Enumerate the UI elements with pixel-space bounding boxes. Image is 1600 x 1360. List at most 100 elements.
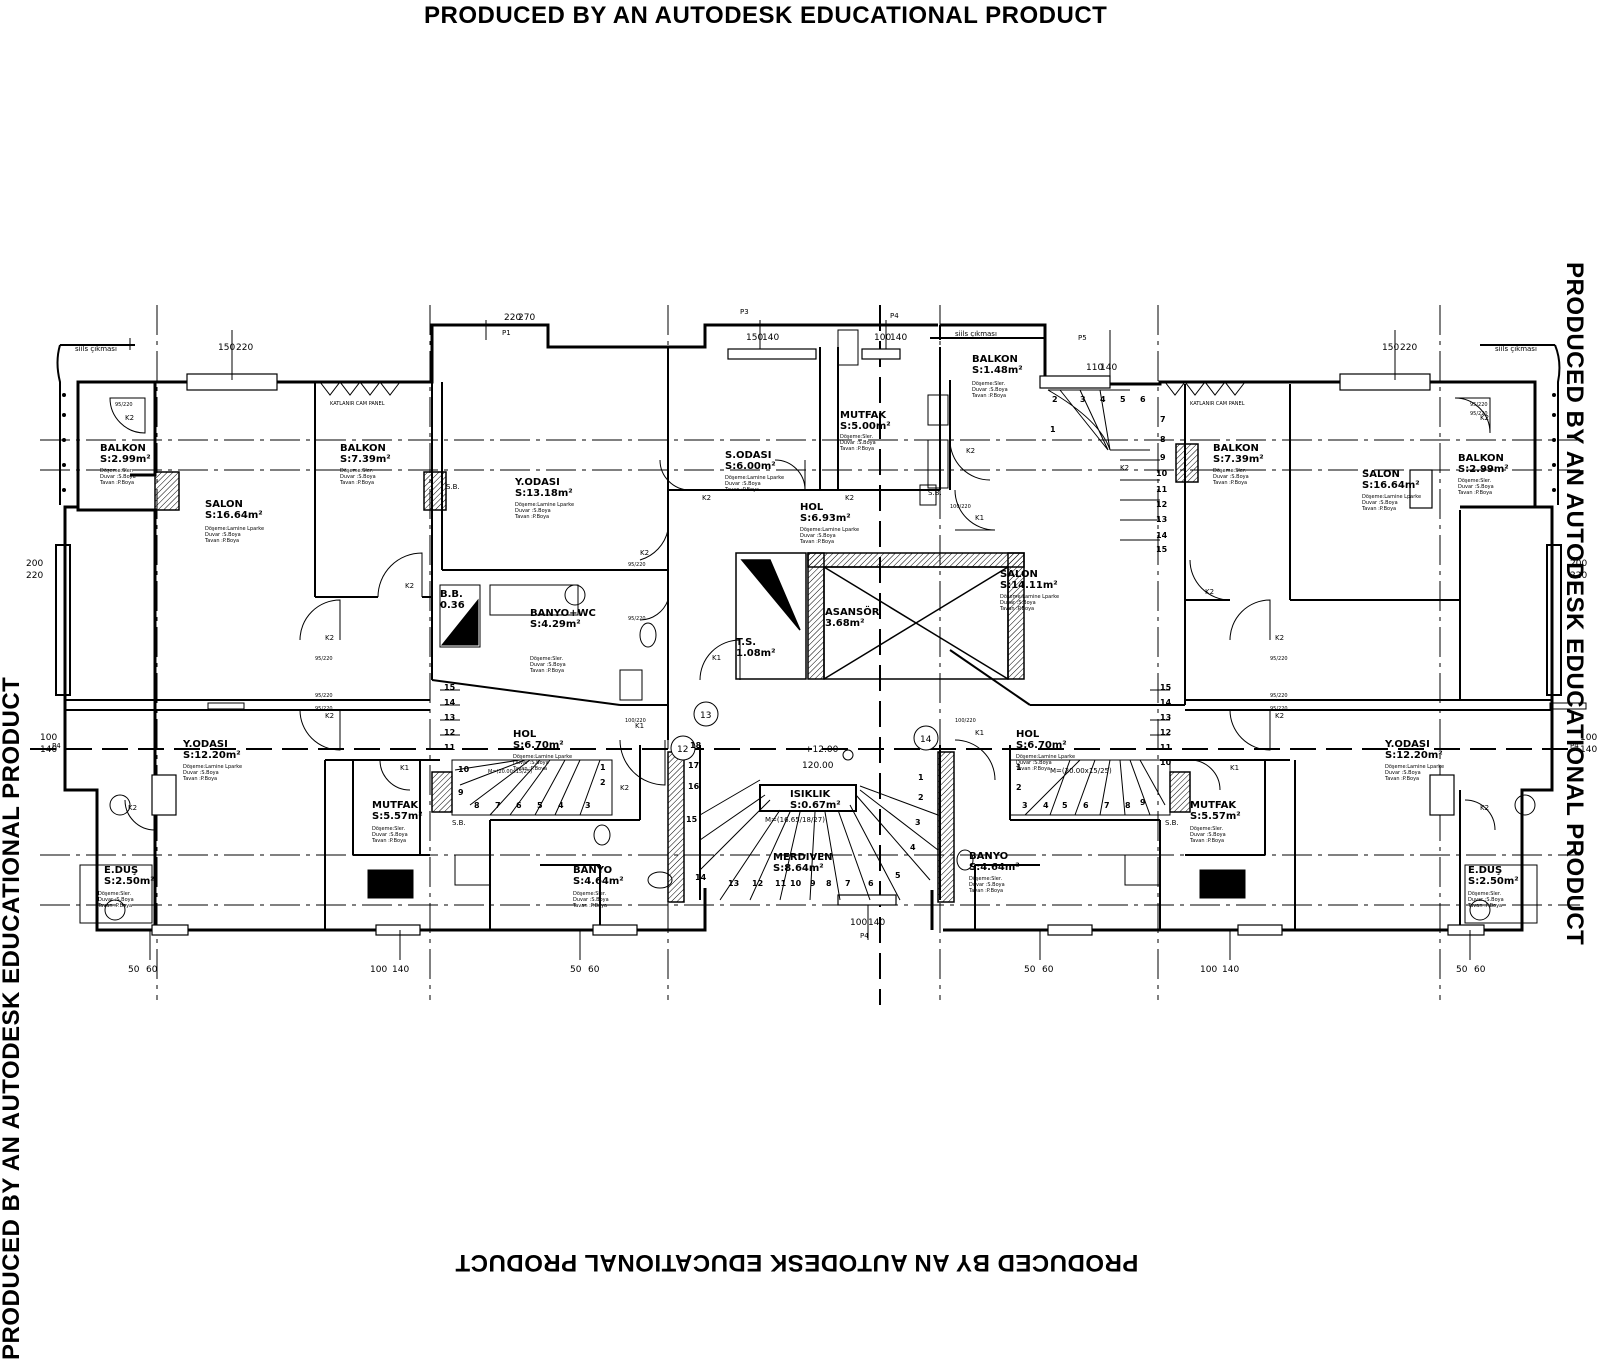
stair-number: 2 bbox=[918, 793, 924, 802]
finish-note-line: Tavan :P.Boya bbox=[971, 393, 1006, 399]
finish-note-line: Döşeme:Sler. bbox=[969, 876, 1002, 882]
stair-formula: M=(20.00x15/25) bbox=[1050, 767, 1112, 775]
room-area: S:4.29m² bbox=[530, 619, 581, 630]
finish-note-line: Tavan :P.Boya bbox=[1189, 838, 1224, 844]
stair-number: 5 bbox=[537, 801, 543, 810]
bottom-dim: 50 bbox=[128, 965, 140, 975]
bottom-dim: 100 bbox=[850, 918, 867, 928]
finish-note-line: Duvar :S.Boya bbox=[98, 897, 134, 903]
window-dim: 140 bbox=[762, 333, 779, 343]
katlanir-label: KATLANIR CAM PANEL bbox=[330, 401, 385, 407]
window-dim: 200 bbox=[1570, 559, 1587, 569]
room-area: 1.08m² bbox=[736, 648, 775, 659]
misc-labels: siils çıkması siils çıkması siils çıkmas… bbox=[52, 308, 1579, 940]
room-name: BANYO bbox=[573, 865, 612, 876]
finish-note-line: Tavan :P.Boya bbox=[799, 539, 834, 545]
stair-number: 7 bbox=[495, 801, 501, 810]
fixtures bbox=[79, 329, 1587, 924]
elevation-label: +12.00 bbox=[805, 745, 839, 755]
room-name: MUTFAK bbox=[1190, 800, 1237, 811]
stair-number: 12 bbox=[444, 728, 455, 737]
room-area: S:12.20m² bbox=[1385, 750, 1443, 761]
door-size: 100/220 bbox=[625, 718, 646, 724]
door-tag: K2 bbox=[702, 494, 711, 502]
window-dim: 200 bbox=[26, 559, 43, 569]
room-name: MUTFAK bbox=[840, 410, 887, 421]
stair-numbers: 15 14 13 12 11 10 9 8 7 6 5 4 3 2 1 18 1… bbox=[444, 395, 1172, 888]
room-name: E.DUŞ bbox=[1468, 865, 1502, 876]
room-area: 0.36 bbox=[440, 600, 465, 611]
room-name: Y.ODASI bbox=[182, 739, 228, 750]
room-name: Y.ODASI bbox=[1384, 739, 1430, 750]
finish-note-line: Tavan :P.Boya bbox=[1212, 480, 1247, 486]
stair-number: 13 bbox=[728, 879, 739, 888]
stair-number: 4 bbox=[1100, 395, 1106, 404]
finish-note-line: Duvar :S.Boya bbox=[100, 474, 136, 480]
stair-number: 3 bbox=[915, 818, 921, 827]
door-size: 95/220 bbox=[1270, 706, 1288, 712]
finish-note-line: Duvar :S.Boya bbox=[1385, 770, 1421, 776]
room-name: MUTFAK bbox=[372, 800, 419, 811]
stair-number: 16 bbox=[688, 782, 700, 791]
outer-walls bbox=[63, 323, 1554, 932]
door-swings bbox=[109, 397, 1496, 831]
window-dim: 220 bbox=[236, 343, 253, 353]
room-name: MERDIVEN bbox=[773, 852, 832, 863]
finish-note-line: Duvar :S.Boya bbox=[183, 770, 219, 776]
finish-note-line: Tavan :P.Boya bbox=[514, 514, 549, 520]
room-name: BANYO bbox=[969, 851, 1008, 862]
stair-number: 13 bbox=[1156, 515, 1167, 524]
main-axes bbox=[30, 305, 1570, 1005]
room-area: S:4.64m² bbox=[573, 876, 624, 887]
watermark-top: PRODUCED BY AN AUTODESK EDUCATIONAL PROD… bbox=[424, 2, 1108, 29]
room-area: S:6.93m² bbox=[800, 513, 851, 524]
room-name: BALKON bbox=[340, 443, 386, 454]
window-dim: 100 bbox=[1580, 733, 1597, 743]
dimension-ticks bbox=[129, 320, 1471, 960]
stair-number: 14 bbox=[1160, 698, 1172, 707]
room-area: S:7.39m² bbox=[340, 454, 391, 465]
stair-number: 12 bbox=[1160, 728, 1171, 737]
finish-note-line: Döşeme:Sler. bbox=[100, 468, 133, 474]
stair-number: 13 bbox=[444, 713, 455, 722]
room-area: S:13.18m² bbox=[515, 488, 573, 499]
door-size: 100/220 bbox=[955, 718, 976, 724]
room-area: S:7.39m² bbox=[1213, 454, 1264, 465]
finish-note-line: Tavan :P.Boya bbox=[1361, 506, 1396, 512]
finish-note-line: Duvar :S.Boya bbox=[1458, 484, 1494, 490]
finish-note-line: Döşeme:Lamine Lparke bbox=[1385, 764, 1444, 770]
stair-number: 8 bbox=[1125, 801, 1131, 810]
finish-note-line: Tavan :P.Boya bbox=[1467, 903, 1502, 909]
room-area: 3.68m² bbox=[825, 618, 864, 629]
room-name: B.B. bbox=[440, 589, 463, 600]
door-tag: K2 bbox=[405, 582, 414, 590]
stair-number: 7 bbox=[1104, 801, 1110, 810]
stair-number: 18 bbox=[690, 741, 702, 750]
finish-note-line: Duvar :S.Boya bbox=[1190, 832, 1226, 838]
bottom-dim: 50 bbox=[570, 965, 582, 975]
finish-note-line: Döşeme:Sler. bbox=[98, 891, 131, 897]
room-name: Y.ODASI bbox=[514, 477, 560, 488]
column-label: P4 bbox=[1570, 742, 1579, 750]
finish-note-line: Duvar :S.Boya bbox=[969, 882, 1005, 888]
room-area: S:1.48m² bbox=[972, 365, 1023, 376]
window-dim: 220 bbox=[1400, 343, 1417, 353]
bottom-dim: 60 bbox=[1042, 965, 1054, 975]
column-label: P4 bbox=[890, 312, 899, 320]
stair-number: 8 bbox=[474, 801, 480, 810]
window-dim: 150 bbox=[218, 343, 235, 353]
room-name: BANYO+WC bbox=[530, 608, 596, 619]
axis-circles bbox=[670, 701, 939, 761]
door-tag: K2 bbox=[1480, 804, 1489, 812]
room-area: S:5.57m² bbox=[372, 811, 423, 822]
finish-note-line: Duvar :S.Boya bbox=[513, 760, 549, 766]
stair-number: 10 bbox=[1156, 469, 1168, 478]
stair-number: 9 bbox=[458, 788, 464, 797]
bottom-dim: 60 bbox=[588, 965, 600, 975]
stair-number: 6 bbox=[1083, 801, 1089, 810]
room-name: E.DUŞ bbox=[104, 865, 138, 876]
stair-number: 11 bbox=[775, 879, 787, 888]
column-label: P5 bbox=[1078, 334, 1087, 342]
room-area: S:16.64m² bbox=[205, 510, 263, 521]
finish-note-line: Duvar :S.Boya bbox=[972, 387, 1008, 393]
